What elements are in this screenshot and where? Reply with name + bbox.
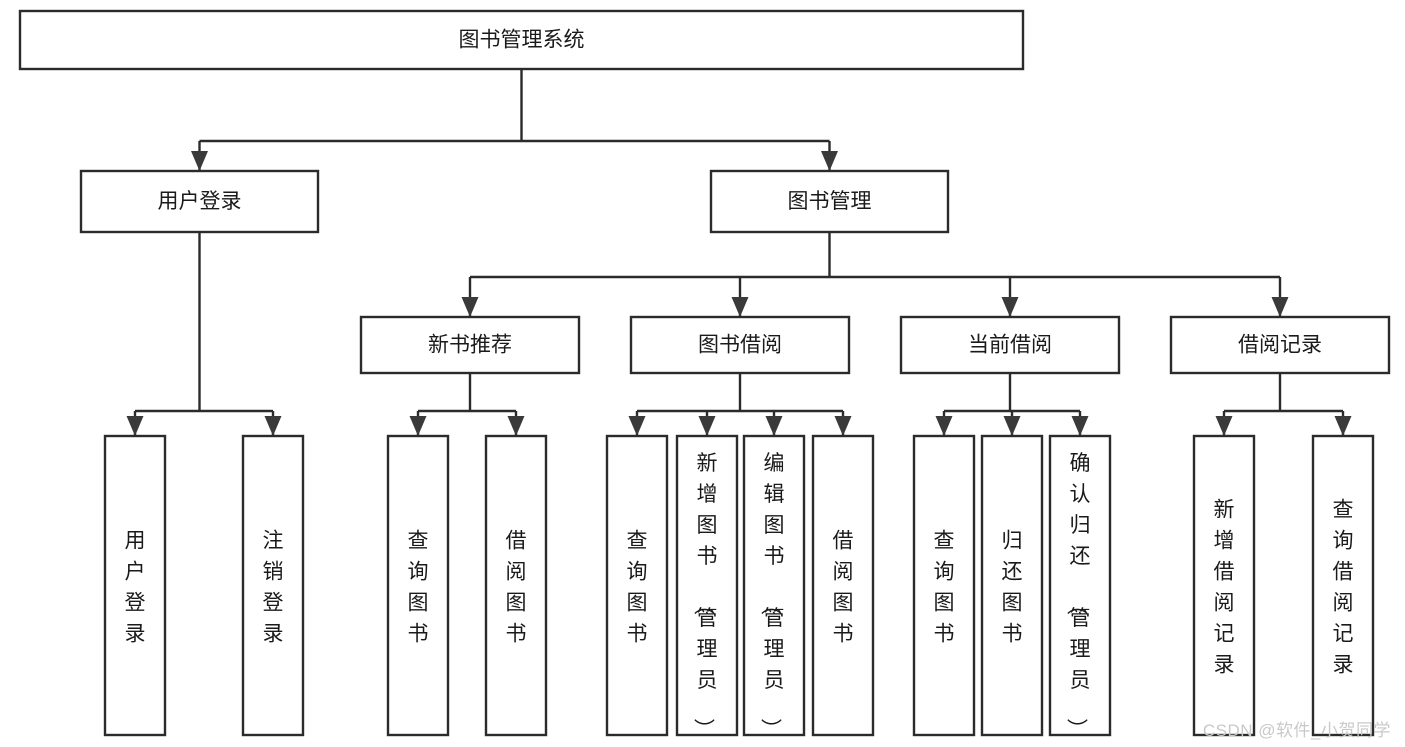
connector-title-to-level1 <box>191 69 838 171</box>
arrow-head-icon <box>834 416 852 436</box>
node-leaf-user-logout[interactable]: 注销登录 <box>241 434 305 737</box>
arrow-head-icon <box>126 416 144 436</box>
node-box-leaf-return-book[interactable] <box>980 434 1044 737</box>
node-leaf-return-book[interactable]: 归还图书 <box>980 434 1044 737</box>
arrow-head-icon <box>191 151 208 171</box>
node-box-leaf-edit-book[interactable] <box>742 434 806 737</box>
node-box-leaf-borrow-book-1[interactable] <box>484 434 548 737</box>
node-box-book-manage[interactable] <box>709 169 950 234</box>
node-book-manage[interactable]: 图书管理 <box>709 169 950 234</box>
arrow-head-icon <box>264 416 282 436</box>
arrow-head-icon <box>731 297 749 317</box>
arrow-head-icon <box>1215 416 1233 436</box>
node-borrow-record[interactable]: 借阅记录 <box>1169 315 1391 375</box>
arrow-head-icon <box>409 416 427 436</box>
node-label-leaf-borrow-book-2: 借阅图书 <box>833 530 854 646</box>
node-leaf-query-record[interactable]: 查询借阅记录 <box>1311 434 1375 737</box>
node-box-leaf-add-book[interactable] <box>675 434 739 737</box>
node-label-leaf-query-book-2: 查询图书 <box>627 530 648 646</box>
node-label-leaf-query-book-3: 查询图书 <box>934 530 955 646</box>
node-leaf-add-book[interactable]: 新增图书（管理员） <box>675 434 739 739</box>
node-box-current-borrow[interactable] <box>899 315 1121 375</box>
arrow-head-icon <box>507 416 525 436</box>
node-current-borrow[interactable]: 当前借阅 <box>899 315 1121 375</box>
node-leaf-query-book-2[interactable]: 查询图书 <box>605 434 669 737</box>
arrow-head-icon <box>1071 416 1089 436</box>
node-leaf-edit-book[interactable]: 编辑图书（管理员） <box>742 434 806 739</box>
node-leaf-user-login[interactable]: 用户登录 <box>103 434 167 737</box>
node-label-book-borrow: 图书借阅 <box>698 334 782 357</box>
node-leaf-borrow-book-2[interactable]: 借阅图书 <box>811 434 875 737</box>
arrow-head-icon <box>765 416 783 436</box>
node-book-borrow[interactable]: 图书借阅 <box>629 315 851 375</box>
node-box-borrow-record[interactable] <box>1169 315 1391 375</box>
node-box-book-borrow[interactable] <box>629 315 851 375</box>
node-label-leaf-query-record: 查询借阅记录 <box>1333 499 1354 677</box>
node-leaf-add-record[interactable]: 新增借阅记录 <box>1192 434 1256 737</box>
connector-book-borrow-to-leaves <box>628 373 852 436</box>
node-box-title[interactable] <box>18 9 1025 71</box>
node-label-leaf-borrow-book-1: 借阅图书 <box>506 530 527 646</box>
arrow-head-icon <box>1001 297 1019 317</box>
node-layer: 图书管理系统用户登录图书管理新书推荐图书借阅当前借阅借阅记录用户登录注销登录查询… <box>18 9 1391 739</box>
connector-borrow-record-to-leaves <box>1215 373 1352 436</box>
node-label-leaf-edit-book: 编辑图书（管理员） <box>759 452 785 739</box>
connector-bookmanage-to-level2 <box>461 232 1289 317</box>
node-box-leaf-query-book-2[interactable] <box>605 434 669 737</box>
node-label-leaf-add-book: 新增图书（管理员） <box>692 452 718 739</box>
node-box-leaf-query-record[interactable] <box>1311 434 1375 737</box>
node-label-leaf-user-logout: 注销登录 <box>263 530 284 646</box>
node-label-leaf-query-book-1: 查询图书 <box>408 530 429 646</box>
arrow-head-icon <box>1003 416 1021 436</box>
node-label-borrow-record: 借阅记录 <box>1238 334 1322 357</box>
node-label-book-manage: 图书管理 <box>788 190 872 213</box>
arrow-head-icon <box>1334 416 1352 436</box>
node-box-new-book-recommend[interactable] <box>359 315 581 375</box>
node-leaf-borrow-book-1[interactable]: 借阅图书 <box>484 434 548 737</box>
node-box-leaf-user-logout[interactable] <box>241 434 305 737</box>
node-user-login[interactable]: 用户登录 <box>79 169 320 234</box>
node-box-user-login[interactable] <box>79 169 320 234</box>
node-box-leaf-query-book-3[interactable] <box>912 434 976 737</box>
node-label-leaf-confirm-return: 确认归还（管理员） <box>1065 452 1091 739</box>
connector-new-book-recommend-to-leaves <box>409 373 525 436</box>
arrow-head-icon <box>628 416 646 436</box>
node-label-leaf-return-book: 归还图书 <box>1002 530 1023 646</box>
node-box-leaf-query-book-1[interactable] <box>386 434 450 737</box>
node-title[interactable]: 图书管理系统 <box>18 9 1025 71</box>
node-leaf-confirm-return[interactable]: 确认归还（管理员） <box>1048 434 1112 739</box>
node-leaf-query-book-3[interactable]: 查询图书 <box>912 434 976 737</box>
node-label-leaf-user-login: 用户登录 <box>125 530 146 646</box>
arrow-head-icon <box>1271 297 1289 317</box>
node-new-book-recommend[interactable]: 新书推荐 <box>359 315 581 375</box>
node-box-leaf-confirm-return[interactable] <box>1048 434 1112 737</box>
connector-current-borrow-to-leaves <box>935 373 1089 436</box>
node-label-leaf-add-record: 新增借阅记录 <box>1214 499 1235 677</box>
node-leaf-query-book-1[interactable]: 查询图书 <box>386 434 450 737</box>
connector-userlogin-to-leaves <box>126 232 282 436</box>
node-box-leaf-borrow-book-2[interactable] <box>811 434 875 737</box>
arrow-head-icon <box>935 416 953 436</box>
csdn-watermark: CSDN @软件_小贺同学 <box>1202 721 1391 740</box>
arrow-head-icon <box>461 297 479 317</box>
node-label-new-book-recommend: 新书推荐 <box>428 334 512 357</box>
arrow-head-icon <box>821 151 838 171</box>
node-label-current-borrow: 当前借阅 <box>968 334 1052 357</box>
connector-layer <box>126 69 1352 436</box>
node-box-leaf-user-login[interactable] <box>103 434 167 737</box>
arrow-head-icon <box>698 416 716 436</box>
node-box-leaf-add-record[interactable] <box>1192 434 1256 737</box>
node-label-user-login: 用户登录 <box>158 190 242 213</box>
node-label-title: 图书管理系统 <box>459 29 585 52</box>
